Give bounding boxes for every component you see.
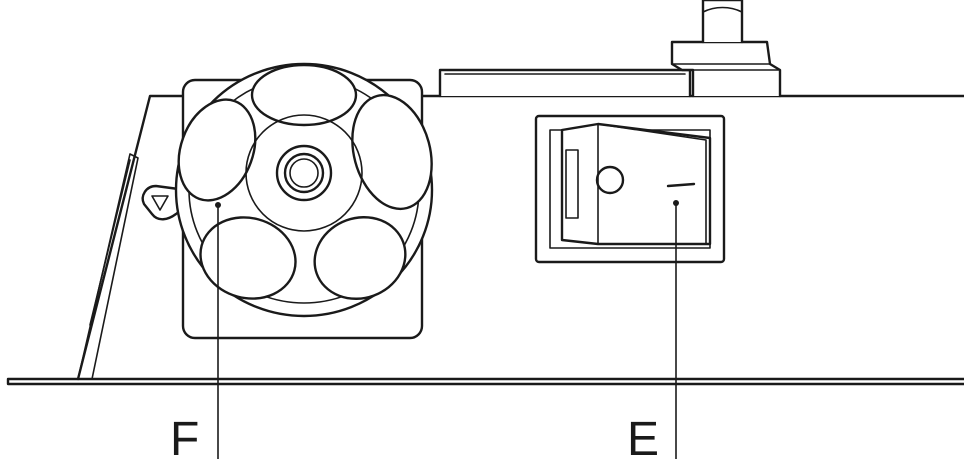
dial-grip-bottom-right [313, 216, 407, 300]
dial-grip-top [250, 63, 358, 127]
rotary-dial-knob [174, 62, 434, 318]
top-knob-stem [670, 0, 782, 98]
switch-on-mark [666, 182, 696, 188]
callout-label-f: F [170, 413, 199, 459]
callout-label-e: E [627, 413, 659, 459]
dial-grip-right [351, 93, 433, 211]
dial-grip-left [177, 98, 257, 202]
rocker-switch [560, 122, 712, 246]
dial-grip-bottom-left [199, 216, 297, 300]
callout-leader-f [215, 202, 221, 459]
callout-leader-e [673, 200, 679, 459]
base-line [6, 377, 964, 386]
top-housing-block [438, 68, 692, 98]
switch-off-mark [595, 165, 625, 195]
